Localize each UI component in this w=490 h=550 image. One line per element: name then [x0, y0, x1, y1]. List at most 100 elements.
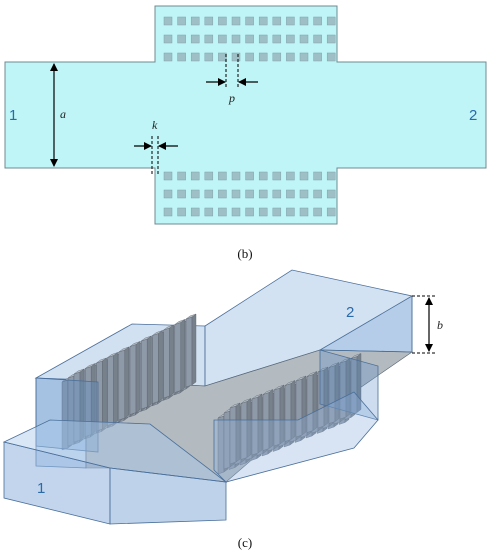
pin-square	[177, 171, 186, 181]
pin-square	[326, 34, 336, 44]
box-port-2-end	[318, 295, 413, 353]
pillar-top	[96, 357, 107, 364]
pin-square	[163, 16, 173, 26]
pin-square	[177, 207, 186, 217]
pillar-top	[284, 380, 296, 386]
pillar-side	[191, 313, 197, 386]
pillar-top	[295, 375, 307, 382]
pillar-top	[328, 362, 340, 368]
pin-square	[163, 171, 173, 181]
pin-square	[258, 52, 268, 62]
pin-square	[218, 34, 227, 44]
pin-square	[313, 207, 322, 217]
pin-square	[163, 52, 173, 62]
pin-square	[272, 16, 282, 26]
pin-square	[177, 52, 186, 62]
pin-square	[190, 207, 200, 217]
pillar-top	[152, 330, 163, 336]
pillar-side	[113, 352, 118, 424]
pillar-side	[169, 324, 174, 397]
pillar	[185, 316, 193, 388]
pin-square	[245, 34, 254, 44]
box-port-1-side	[109, 467, 227, 525]
pin-square	[218, 16, 227, 26]
pin-square	[313, 52, 322, 62]
pillar-top	[262, 389, 274, 395]
pin-square	[231, 16, 241, 26]
pin-square	[231, 171, 241, 181]
pillar-top	[73, 368, 85, 375]
waveguide-cross-outline	[4, 5, 487, 225]
pin-square	[258, 34, 268, 44]
pin-square	[190, 16, 200, 26]
pin-square	[231, 189, 241, 199]
pin-square	[326, 52, 336, 62]
pin-square	[286, 171, 295, 181]
pin-square	[218, 52, 227, 62]
pillar	[174, 322, 182, 393]
pin-grid-b	[163, 16, 336, 217]
pillar-side	[146, 335, 152, 408]
pin-square	[272, 52, 282, 62]
pin-square	[163, 34, 173, 44]
pin-square	[177, 189, 186, 199]
pin-square	[218, 189, 227, 199]
pin-square	[286, 34, 295, 44]
pin-square	[245, 16, 254, 26]
pin-square	[286, 207, 295, 217]
pin-square	[218, 207, 227, 217]
pillar-top	[129, 341, 141, 347]
pin-square	[231, 207, 241, 217]
pin-square	[204, 16, 214, 26]
pin-square	[177, 34, 186, 44]
port-1-label-b: 1	[9, 107, 17, 124]
pin-square	[272, 171, 282, 181]
pillar-top	[306, 371, 318, 377]
pin-square	[163, 189, 173, 199]
pillar-top	[273, 384, 285, 391]
pin-square	[299, 207, 309, 217]
pin-square	[204, 34, 214, 44]
pillar-top	[350, 353, 362, 359]
pin-square	[190, 52, 200, 62]
pin-square	[245, 207, 254, 217]
pin-square	[231, 52, 241, 62]
pin-square	[190, 34, 200, 44]
pin-square	[272, 207, 282, 217]
pin-square	[313, 171, 322, 181]
port-2-label-b: 2	[469, 107, 477, 124]
pillar-top	[185, 313, 197, 320]
pin-square	[204, 207, 214, 217]
pin-square	[286, 52, 295, 62]
pillar-top	[107, 352, 118, 358]
pin-square	[286, 189, 295, 199]
pillar	[107, 355, 114, 426]
port-1-label-c: 1	[37, 480, 45, 497]
pin-square	[218, 171, 227, 181]
pin-square	[326, 189, 336, 199]
pillar-side	[124, 346, 130, 419]
pillar-top	[251, 393, 263, 400]
panel-c-diagram: b 1 2	[2, 269, 443, 525]
pillar-side	[135, 341, 141, 413]
panel-b-diagram: a p k 1 2	[4, 5, 487, 225]
dim-p-label: p	[228, 91, 235, 105]
pin-square	[272, 189, 282, 199]
pillar-side	[158, 330, 163, 402]
pin-square	[272, 34, 282, 44]
dim-b-label: b	[437, 318, 443, 332]
pin-square	[326, 16, 336, 26]
pillar	[118, 349, 126, 421]
pin-square	[245, 171, 254, 181]
pillar-top	[229, 402, 241, 409]
pin-square	[204, 52, 214, 62]
pillar-top	[118, 346, 129, 353]
caption-b: (b)	[237, 246, 252, 261]
pin-square	[204, 171, 214, 181]
port-2-label-c: 2	[346, 304, 354, 321]
pin-square	[190, 171, 200, 181]
pin-square	[299, 16, 309, 26]
dim-k-label: k	[152, 118, 158, 132]
pin-square	[326, 171, 336, 181]
